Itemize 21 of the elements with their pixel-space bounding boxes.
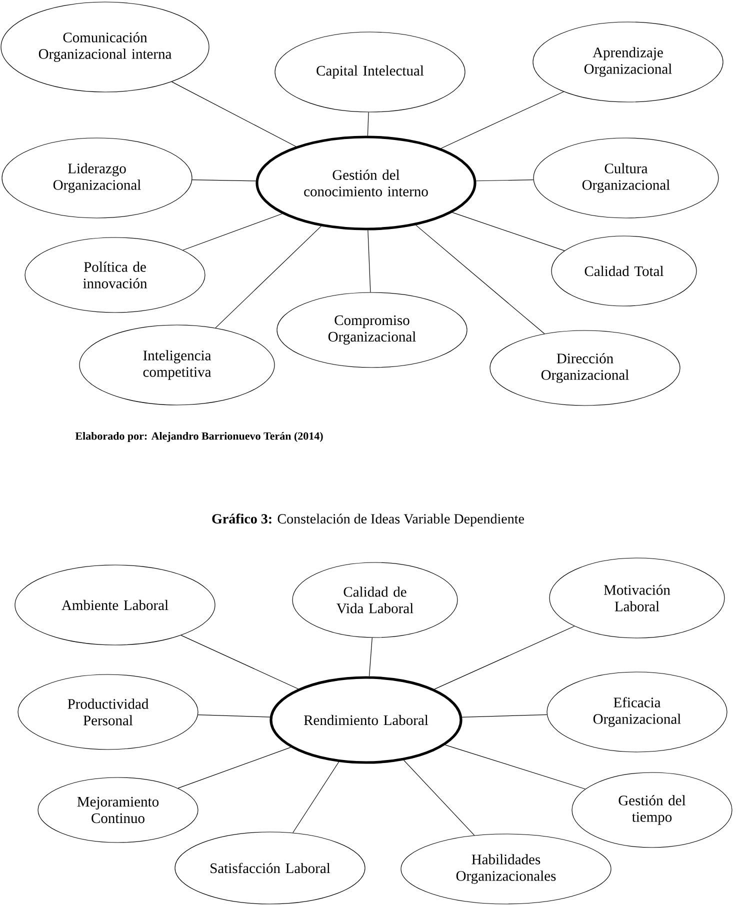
connector-line (180, 635, 298, 690)
source-note: Elaborado por: Alejandro Barrionuevo Terán (2014) (75, 432, 323, 442)
connector-line (192, 179, 256, 182)
connector-line (367, 112, 369, 136)
connector-line (462, 714, 548, 718)
connector-line (444, 744, 586, 790)
figure-title: Gráfico 3: Constelación de Ideas Variable Dependiente (212, 514, 524, 526)
connector-line (182, 213, 282, 250)
connector-line (368, 637, 372, 677)
connector-line (452, 212, 565, 251)
connector-line (440, 91, 564, 149)
connector-line (416, 224, 545, 334)
connector-line (215, 226, 322, 328)
connector-line (476, 179, 534, 182)
connector-line (178, 747, 292, 788)
connector-line (368, 230, 371, 292)
connector-line (198, 714, 270, 718)
connector-line (292, 762, 340, 834)
connector-line (171, 82, 296, 147)
connector-line (404, 760, 475, 836)
connector-line (434, 626, 575, 690)
